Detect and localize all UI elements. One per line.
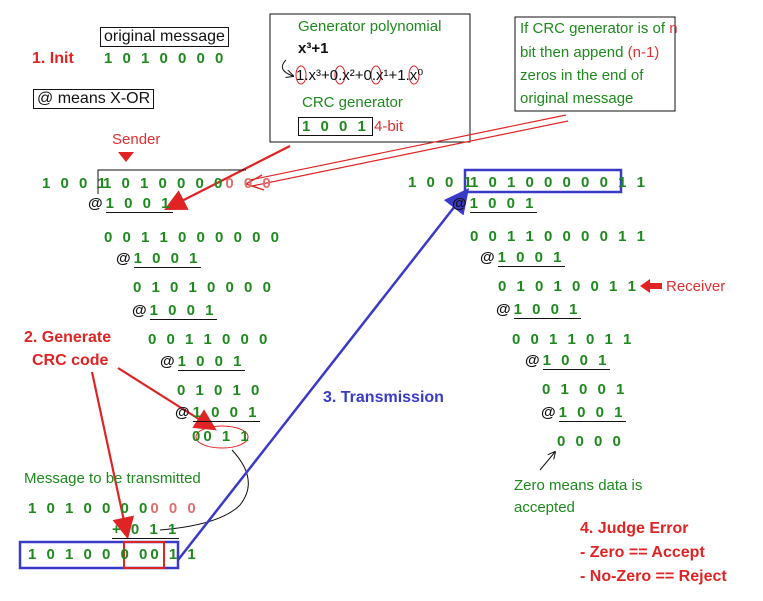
remainder-circle — [195, 425, 249, 449]
transmit-final-message: 1 0 1 0 0 0 00 1 1 — [28, 546, 199, 563]
sender-xor-row: @1 0 0 1 — [88, 195, 173, 213]
sender-xor-row: @1 0 0 1 — [132, 302, 217, 320]
append-note-line4: original message — [520, 90, 634, 107]
generate-step-label-2: CRC code — [32, 352, 109, 369]
final-crc-box — [123, 541, 165, 569]
transmission-step-label: 3. Transmission — [323, 389, 444, 406]
gen-arrow-to-remainder — [117, 367, 217, 431]
sender-result-row: 0 0 1 1 0 0 0 — [148, 331, 271, 348]
sender-divisor: 1 0 0 1 — [42, 175, 109, 192]
generator-expansion: 1.x³+0.x²+0.x¹+1.x⁰ — [296, 67, 424, 84]
receiver-xor-row: @1 0 0 1 — [541, 404, 626, 422]
transmit-msg-with-zeros: 1 0 1 0 0 0 00 0 0 — [28, 500, 199, 517]
append-note-line2: bit then append (n-1) — [520, 44, 660, 61]
sender-xor-row: @1 0 0 1 — [160, 353, 245, 371]
zero-note-line2: accepted — [514, 499, 575, 516]
sender-result-row: 0 1 0 1 0 — [177, 382, 263, 399]
crc-generator-title: CRC generator — [302, 94, 403, 111]
sender-remainder: 00 1 1 — [192, 428, 252, 445]
coef-circle — [370, 65, 382, 85]
receiver-remainder: 0 0 0 0 — [557, 433, 624, 450]
sender-result-row: 0 1 0 1 0 0 0 0 — [133, 279, 274, 296]
coef-circle — [334, 65, 346, 85]
receiver-label: Receiver — [666, 278, 726, 295]
xor-note: @ means X-OR — [33, 89, 155, 109]
append-to-zeros-arrow-b — [251, 120, 569, 187]
coef-circle — [295, 65, 307, 85]
append-note-line3: zeros in the end of — [520, 67, 644, 84]
append-box-frame — [514, 16, 676, 112]
gen-arrow-to-final — [90, 371, 135, 540]
receiver-result-row: 0 1 0 1 0 0 1 1 — [498, 278, 639, 295]
receiver-result-row: 0 0 1 1 0 0 0 0 1 1 — [470, 228, 648, 245]
receiver-xor-row: @1 0 0 1 — [480, 249, 565, 267]
original-message-bits: 1 0 1 0 0 0 0 — [104, 50, 227, 67]
final-msg-box — [18, 540, 180, 570]
poly-arrow — [281, 59, 293, 76]
generator-title: Generator polynomial — [298, 18, 442, 35]
receiver-divisor: 1 0 0 1 — [408, 174, 475, 191]
append-to-zeros-arrow-a — [249, 114, 567, 181]
zero-note-arrow — [539, 452, 555, 471]
append-note-line1: If CRC generator is of n — [520, 20, 678, 37]
init-step-label: 1. Init — [32, 50, 74, 67]
sender-dividend: 1 0 1 0 0 0 00 0 0 — [103, 175, 274, 192]
gen-to-sender-arrow — [164, 145, 291, 210]
generator-poly: x³+1 — [298, 40, 329, 57]
generator-box-frame — [269, 13, 471, 143]
judge-rule-accept: - Zero == Accept — [580, 544, 705, 561]
receiver-result-row: 0 1 0 0 1 — [542, 381, 628, 398]
coef-circle — [408, 65, 420, 85]
sender-result-row: 0 0 1 1 0 0 0 0 0 0 — [104, 229, 282, 246]
sender-xor-row: @1 0 0 1 — [175, 404, 260, 422]
judge-rule-reject: - No-Zero == Reject — [580, 568, 727, 585]
receiver-xor-row: @1 0 0 1 — [496, 301, 581, 319]
judge-title: 4. Judge Error — [580, 520, 689, 537]
receiver-xor-row: @1 0 0 1 — [452, 195, 537, 213]
remainder-link — [159, 449, 249, 531]
original-message-caption: original message — [100, 27, 229, 47]
transmit-caption: Message to be transmitted — [24, 470, 201, 487]
receiver-xor-row: @1 0 0 1 — [525, 352, 610, 370]
zero-note-line1: Zero means data is — [514, 477, 643, 494]
receiver-dividend: 1 0 1 0 0 0 0 0 1 1 — [470, 174, 648, 191]
transmit-plus-crc: + 0 1 1 — [112, 521, 180, 539]
generate-step-label: 2. Generate — [24, 329, 112, 346]
sender-arrow — [118, 152, 134, 162]
sender-bracket — [97, 169, 246, 194]
sender-label: Sender — [112, 131, 161, 148]
transmission-arrow — [177, 188, 470, 561]
receiver-dividend-box — [463, 168, 623, 194]
crc-generator-size: 4-bit — [374, 118, 404, 135]
crc-generator-bits: 1 0 0 1 — [298, 117, 373, 136]
receiver-result-row: 0 0 1 1 0 1 1 — [512, 331, 635, 348]
sender-xor-row: @1 0 0 1 — [116, 250, 201, 268]
receiver-arrow — [640, 279, 662, 293]
